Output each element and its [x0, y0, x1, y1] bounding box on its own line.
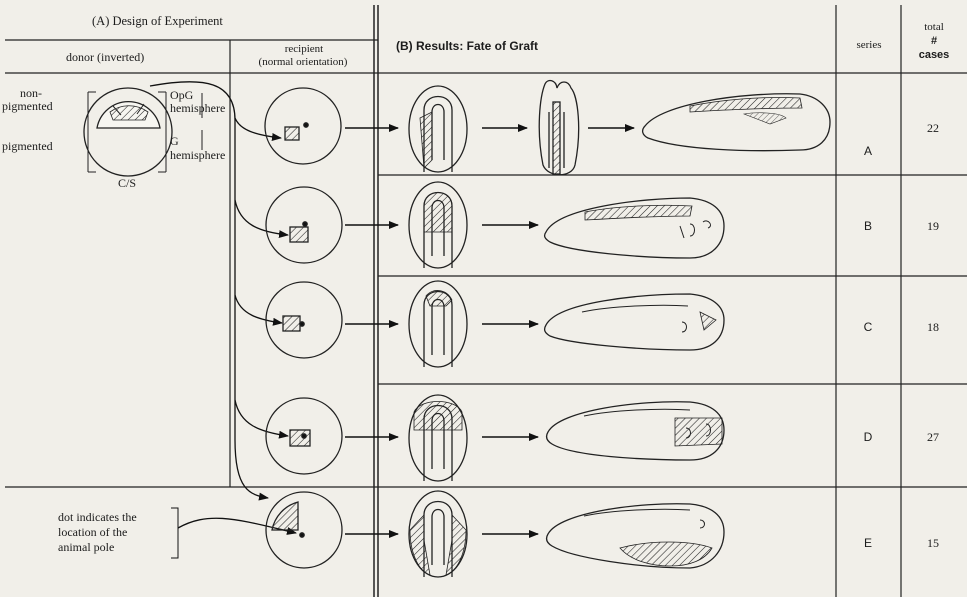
- tadpole-b: [545, 198, 724, 258]
- note-line-1: dot indicates the: [58, 510, 137, 525]
- series-b: B: [848, 219, 888, 233]
- tailbud-embryo-a: [539, 81, 578, 175]
- series-e: E: [848, 536, 888, 550]
- recipient-e: [266, 492, 342, 568]
- tadpole-a: [643, 94, 830, 151]
- tadpole-d: [547, 402, 724, 460]
- total-e: 15: [903, 536, 963, 551]
- series-header: series: [840, 39, 898, 51]
- tadpole-e: [547, 504, 724, 568]
- neurula-c: [409, 281, 467, 367]
- total-header: total: [904, 21, 964, 33]
- label-cs: C/S: [118, 176, 136, 191]
- neurula-e: [409, 491, 467, 577]
- donor-header: donor (inverted): [66, 50, 144, 65]
- total-b: 19: [903, 219, 963, 234]
- label-pigmented: pigmented: [2, 139, 53, 154]
- total-a: 22: [903, 121, 963, 136]
- recipient-d: [266, 398, 342, 474]
- recipient-header: recipient: [236, 43, 372, 55]
- label-opg-hemisphere: hemisphere: [170, 101, 225, 116]
- neurula-a: [409, 86, 467, 172]
- recipient-subheader: (normal orientation): [233, 56, 373, 68]
- neurula-b: [409, 182, 467, 268]
- note-line-3: animal pole: [58, 540, 114, 555]
- row-arrows-1: [345, 128, 398, 534]
- tadpole-c: [545, 294, 724, 350]
- total-header-hash: #: [904, 35, 964, 47]
- total-d: 27: [903, 430, 963, 445]
- series-c: C: [848, 320, 888, 334]
- series-a: A: [848, 144, 888, 158]
- row-arrows-2: [482, 128, 634, 534]
- recipient-a: [265, 88, 341, 164]
- label-non-pigmented: pigmented: [2, 99, 53, 114]
- total-c: 18: [903, 320, 963, 335]
- recipient-b: [266, 187, 342, 263]
- design-header: (A) Design of Experiment: [92, 14, 223, 29]
- total-header-cases: cases: [904, 49, 964, 61]
- series-d: D: [848, 430, 888, 444]
- results-header: (B) Results: Fate of Graft: [396, 39, 538, 53]
- label-g: G: [170, 134, 179, 149]
- label-g-hemisphere: hemisphere: [170, 148, 225, 163]
- neurula-d: [409, 395, 467, 481]
- note-line-2: location of the: [58, 525, 127, 540]
- recipient-c: [266, 282, 342, 358]
